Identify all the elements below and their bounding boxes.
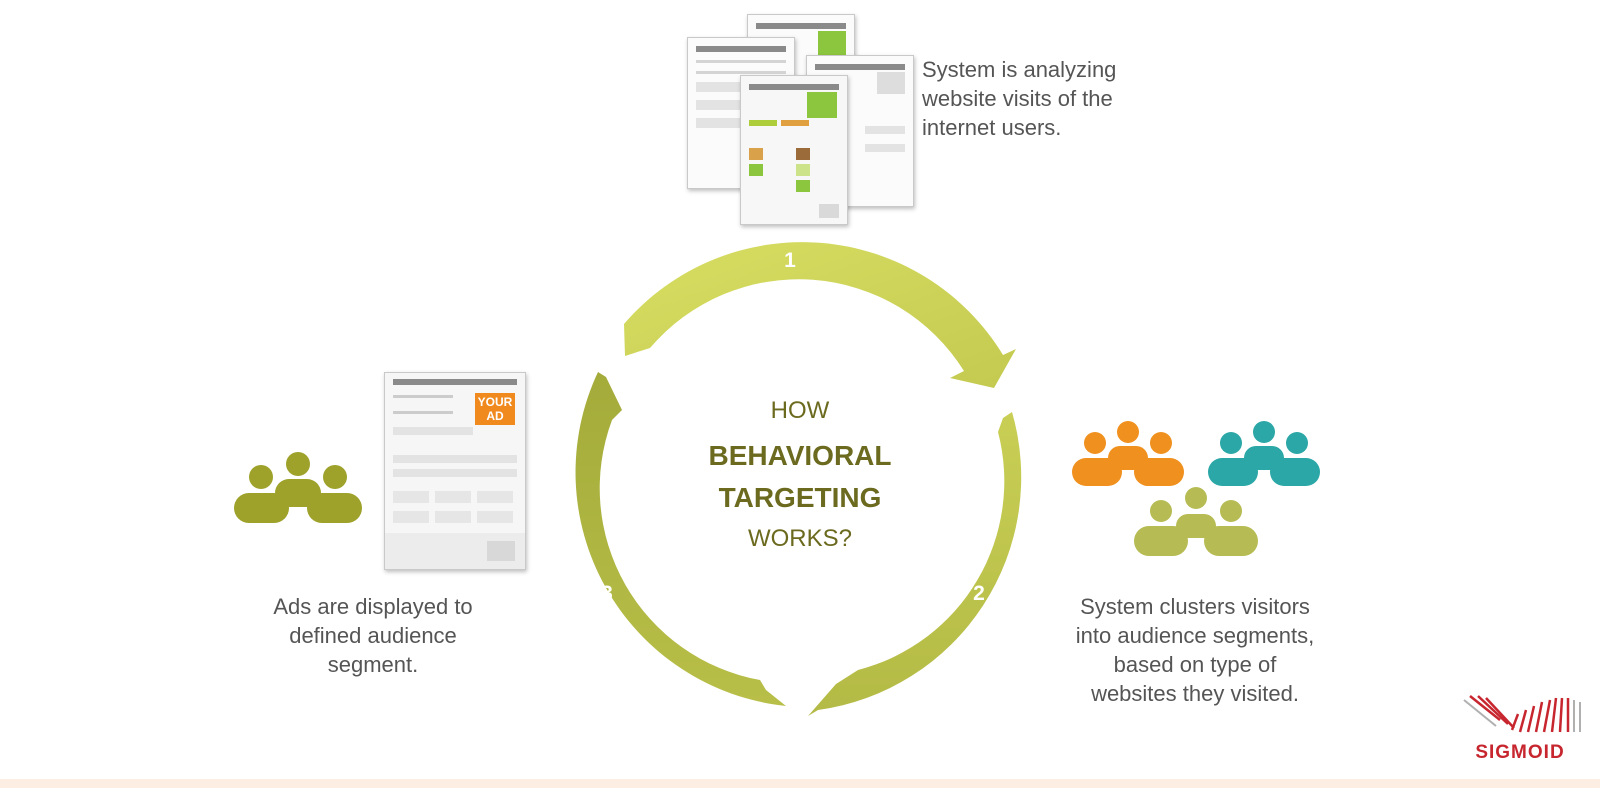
olive-segment	[1134, 487, 1258, 556]
arrow-step-3	[575, 372, 786, 706]
step-1-description: System is analyzing website visits of th…	[922, 57, 1117, 140]
ad-label-your: YOUR	[477, 395, 513, 409]
step-3-description: Ads are displayed to defined audience se…	[273, 594, 473, 677]
step-number-3: 3	[601, 582, 613, 605]
logo-text: SIGMOID	[1475, 742, 1565, 763]
user-group-icon	[234, 452, 362, 523]
center-line-behavioral: BEHAVIORAL	[708, 440, 892, 471]
audience-segments-icon	[1072, 421, 1320, 556]
teal-segment	[1208, 421, 1320, 486]
arrow-step-2	[808, 412, 1022, 716]
ad-page-icon: YOUR AD	[384, 372, 526, 570]
center-line-targeting: TARGETING	[718, 482, 882, 513]
sigmoid-logo-icon	[1463, 695, 1581, 733]
center-line-how: HOW	[770, 397, 830, 424]
ad-label-ad: AD	[486, 409, 504, 423]
step-number-2: 2	[973, 582, 985, 605]
center-line-works: WORKS?	[747, 525, 852, 552]
step-number-1: 1	[784, 249, 796, 272]
step-2-description: System clusters visitors into audience s…	[1075, 594, 1315, 706]
bottom-band	[0, 779, 1600, 788]
sigmoid-logo: SIGMOID	[1450, 690, 1590, 770]
ad-banner: YOUR AD	[475, 393, 515, 425]
orange-segment	[1072, 421, 1184, 486]
arrow-step-1	[624, 242, 1016, 388]
